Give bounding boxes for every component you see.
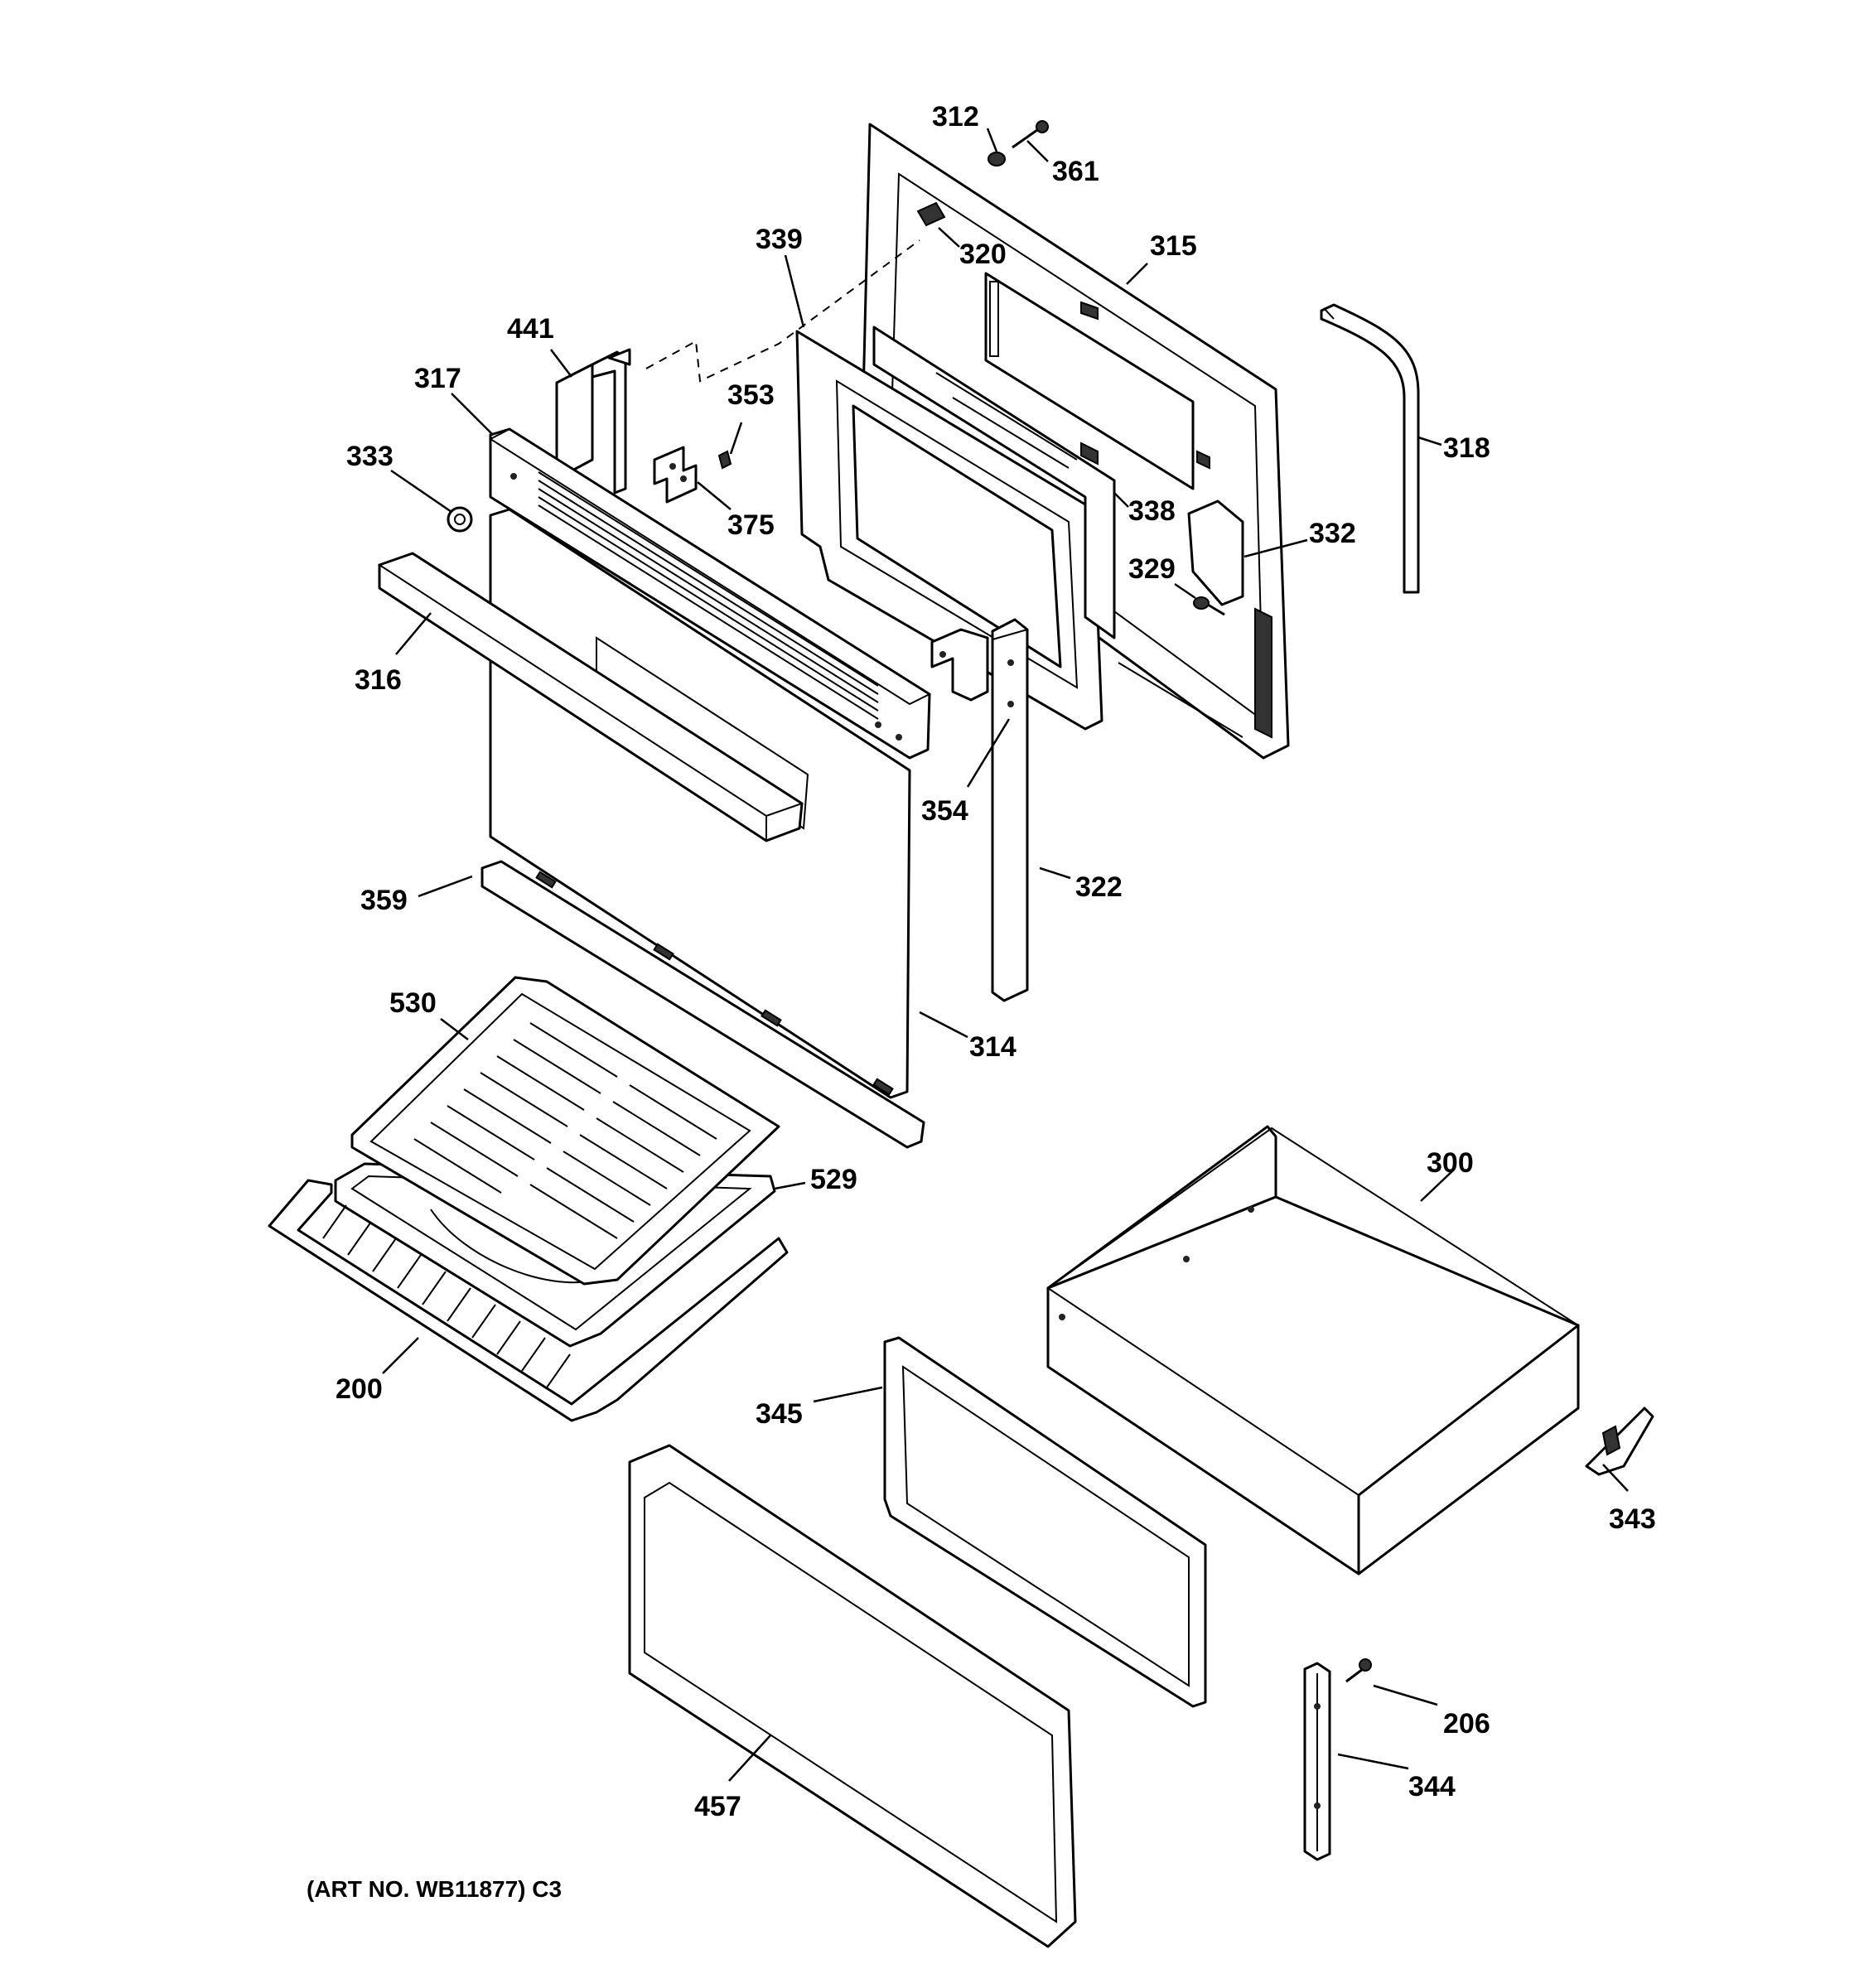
label-316: 316 [355,664,402,696]
part-320-bracket [916,201,946,227]
label-315: 315 [1150,230,1197,262]
label-338: 338 [1128,495,1176,527]
part-375-bracket [653,446,698,504]
part-361-screw [1012,120,1049,149]
part-312-spacer [988,152,1006,166]
label-441: 441 [507,313,554,345]
label-359: 359 [360,885,408,916]
label-318: 318 [1443,432,1490,464]
part-labels: 312 361 320 339 315 441 317 353 333 375 … [336,101,1656,1822]
part-343-glide [1585,1407,1654,1476]
label-361: 361 [1052,156,1099,187]
label-312: 312 [932,101,979,133]
part-315-door-inner-panel [860,123,1290,760]
part-332-baffle [1187,499,1244,606]
label-333: 333 [346,441,394,472]
art-number: (ART NO. WB11877) C3 [307,1876,562,1902]
hinge-right [930,628,989,702]
label-322: 322 [1075,871,1123,903]
label-320: 320 [959,239,1007,270]
part-457-drawer-front [628,1444,1077,1948]
label-200: 200 [336,1373,383,1405]
part-344-rail [1303,1662,1331,1861]
label-343: 343 [1609,1503,1656,1535]
part-317-vent-trim [488,427,932,760]
part-353-screw [717,450,732,470]
part-300-drawer-box [1046,1125,1580,1575]
label-530: 530 [389,987,437,1019]
part-206-screw [1345,1658,1372,1683]
label-354: 354 [921,795,968,827]
label-375: 375 [727,509,775,541]
label-206: 206 [1443,1708,1490,1740]
label-353: 353 [727,379,775,411]
label-317: 317 [414,363,461,394]
part-530-broiler-grid [350,976,780,1286]
label-329: 329 [1128,553,1176,585]
part-345-drawer-liner [883,1336,1207,1708]
part-318-gasket [1320,303,1420,594]
label-344: 344 [1408,1771,1456,1802]
label-314: 314 [969,1031,1017,1063]
label-345: 345 [756,1398,803,1430]
label-339: 339 [756,224,803,255]
part-338-glass [872,326,1116,639]
part-322-side-trim [991,618,1029,1002]
vent-slots [538,471,879,720]
part-200-oven-rack [268,1179,789,1422]
part-316-handle [377,552,804,842]
part-329-screw [1193,596,1225,616]
part-441-hinge [555,348,631,495]
label-332: 332 [1309,518,1356,549]
leader-lines [382,128,1629,1782]
rack-wires [322,1204,571,1388]
grid-slots [413,1022,717,1239]
label-457: 457 [694,1791,741,1822]
part-333-nut [447,506,473,533]
part-359-bottom-trim [480,860,925,1149]
label-300: 300 [1427,1147,1474,1179]
label-529: 529 [810,1164,857,1195]
